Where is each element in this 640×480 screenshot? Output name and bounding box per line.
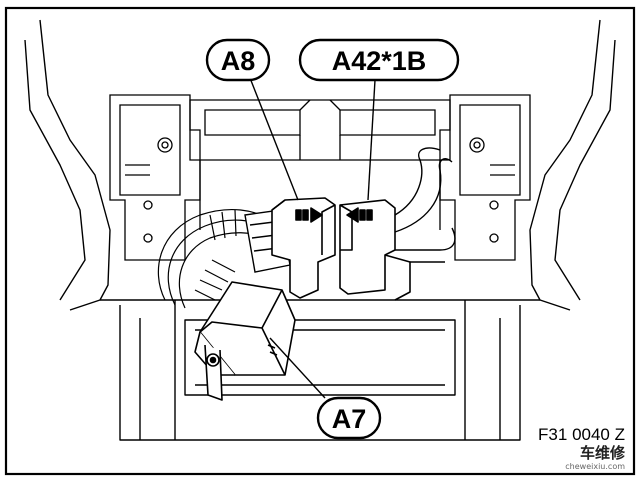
leader-lines bbox=[249, 77, 376, 399]
callout-a8-bubble bbox=[205, 38, 271, 82]
watermark-brand: 车维修 bbox=[580, 444, 626, 462]
callout-a42-bubble bbox=[298, 38, 460, 82]
figure-code: F31 0040 Z bbox=[538, 425, 625, 444]
right-cable bbox=[394, 147, 456, 263]
right-bracket bbox=[439, 94, 531, 261]
leader-a8 bbox=[249, 77, 299, 201]
connector-a8 bbox=[271, 197, 336, 299]
leader-a42 bbox=[367, 79, 376, 201]
left-bracket bbox=[109, 94, 201, 261]
watermark: 车维修 cheweixiu.com bbox=[565, 444, 626, 471]
leader-a7 bbox=[269, 337, 326, 399]
callout-a8-label: A8 bbox=[221, 46, 256, 76]
callout-a42-label: A42*1B bbox=[332, 46, 427, 76]
callout-a7-label: A7 bbox=[332, 404, 367, 434]
diagram-frame bbox=[4, 6, 636, 476]
callout-a8: A8 bbox=[205, 38, 271, 82]
callout-a7-bubble bbox=[316, 396, 382, 440]
callout-a42: A42*1B bbox=[298, 38, 460, 82]
connector-a7 bbox=[194, 281, 296, 401]
connector-a42 bbox=[339, 199, 411, 301]
callout-a7: A7 bbox=[316, 396, 382, 440]
watermark-url: cheweixiu.com bbox=[565, 462, 625, 471]
